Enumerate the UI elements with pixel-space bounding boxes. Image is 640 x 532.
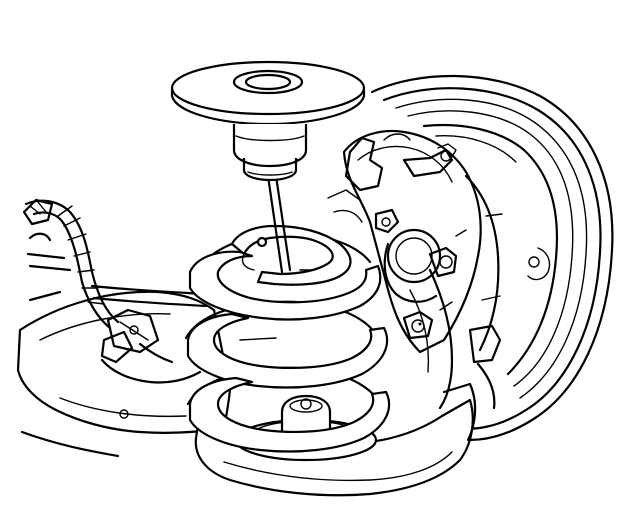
- upper-spring-insulator: [170, 60, 366, 182]
- brake-rotor: [370, 74, 614, 441]
- spring-guide-rod: [256, 174, 292, 274]
- steering-knuckle: [342, 129, 503, 410]
- brake-hose-harness: [22, 198, 208, 384]
- detail-marks: [327, 189, 467, 326]
